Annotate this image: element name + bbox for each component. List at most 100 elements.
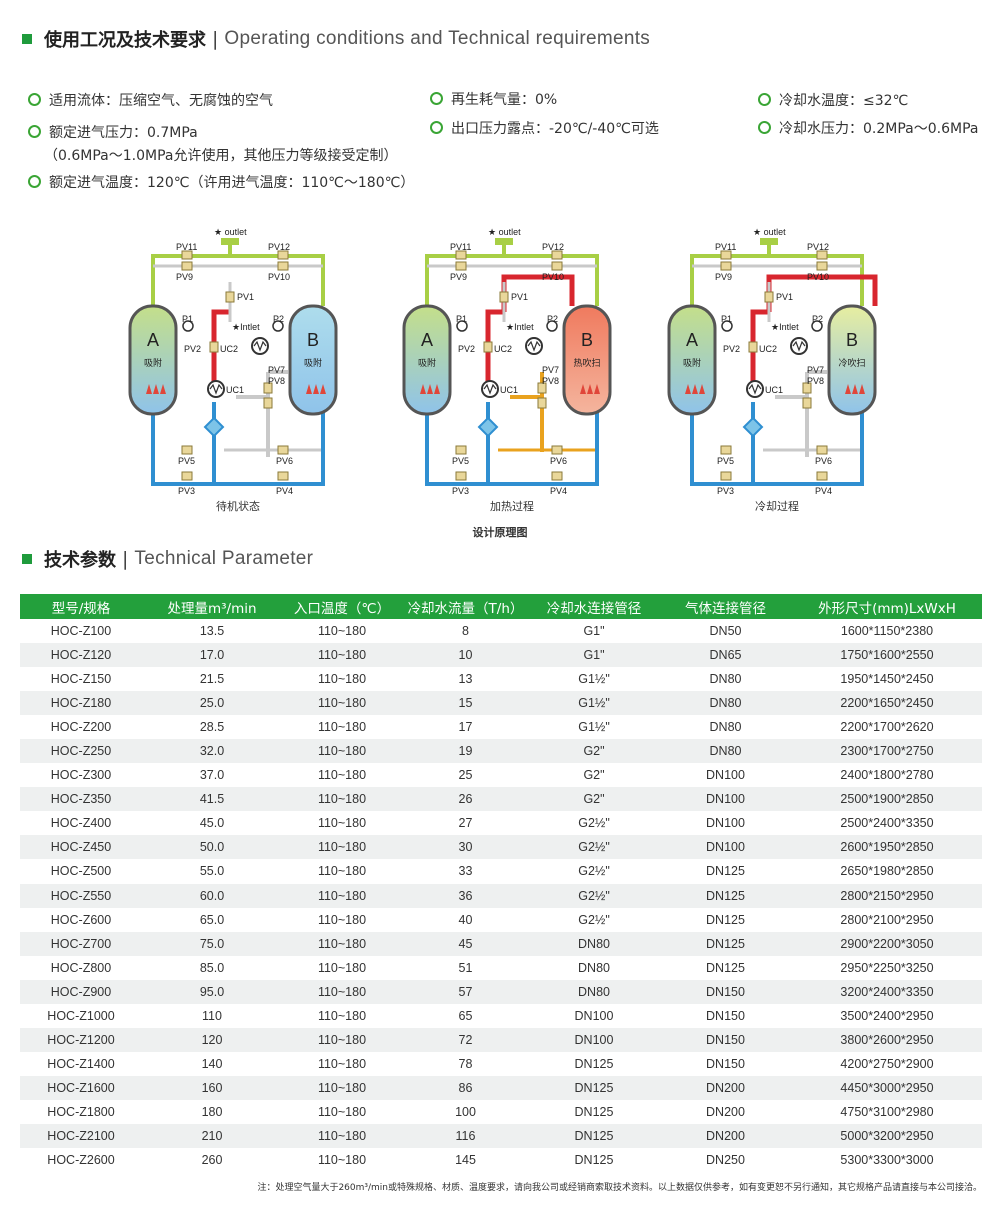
table-cell: G2" — [529, 739, 659, 764]
column-header: 气体连接管径 — [659, 594, 792, 619]
table-cell: 40 — [458, 912, 473, 927]
valve-pv1-icon — [764, 291, 774, 303]
table-cell: 33 — [458, 864, 473, 879]
table-cell: 110~180 — [317, 912, 367, 927]
table-cell: 86 — [402, 1075, 529, 1100]
svg-text:A: A — [686, 330, 698, 350]
valve-pv4-icon — [551, 471, 563, 481]
table-cell: DN80 — [659, 691, 792, 716]
table-cell: 110~180 — [317, 1153, 367, 1168]
table-cell: 110~180 — [317, 816, 367, 831]
table-cell: 2800*2150*2950 — [792, 883, 982, 908]
table-cell: HOC-Z200 — [50, 720, 112, 735]
table-cell: 85.0 — [199, 960, 225, 975]
table-cell: G2½" — [578, 816, 610, 831]
gauge-label: P2 — [812, 314, 823, 324]
valve-pv12-icon — [816, 250, 828, 260]
cooler-label: UC2 — [220, 344, 238, 354]
table-cell: 3200*2400*3350 — [792, 979, 982, 1004]
table-cell: DN125 — [706, 960, 745, 975]
table-cell: HOC-Z450 — [20, 835, 142, 860]
process-diagram-svg: ★ outlet PV11 PV12 PV9 PV10 PV1 ★Intlet … — [128, 227, 338, 496]
table-cell: 110~180 — [317, 960, 367, 975]
table-cell: 110~180 — [317, 864, 367, 879]
table-cell: 110~180 — [282, 787, 402, 812]
table-cell: 2950*2250*3250 — [840, 960, 934, 975]
table-cell: G1½" — [529, 691, 659, 716]
heading-separator: | — [122, 548, 129, 570]
table-cell: 21.5 — [199, 672, 225, 687]
table-cell: 75.0 — [142, 931, 282, 956]
table-cell: HOC-Z700 — [20, 931, 142, 956]
table-cell: 95.0 — [142, 979, 282, 1004]
svg-text:吸附: 吸附 — [418, 357, 436, 369]
valve-label: PV4 — [550, 486, 567, 496]
table-cell: HOC-Z1200 — [20, 1027, 142, 1052]
valve-label: PV9 — [450, 272, 467, 282]
gauge-label: P1 — [182, 314, 193, 324]
table-cell: G1" — [583, 624, 605, 639]
valve-pv11-icon — [181, 250, 193, 260]
cooler-uc2-icon — [790, 337, 808, 355]
table-cell: 30 — [402, 835, 529, 860]
filter-icon — [742, 416, 764, 438]
table-cell: 3500*2400*2950 — [840, 1008, 934, 1023]
heading-square-icon — [22, 34, 32, 44]
valve-pv10-icon — [277, 261, 289, 271]
process-diagram: ★ outlet PV11 PV12 PV9 PV10 PV1 ★Intlet … — [118, 222, 358, 520]
valve-pv5-icon — [720, 445, 732, 455]
valve-pv9-icon — [455, 261, 467, 271]
table-cell: DN80 — [529, 979, 659, 1004]
svg-text:B: B — [581, 330, 593, 350]
table-cell: 51 — [458, 960, 473, 975]
column-header: 冷却水流量（T/h） — [402, 594, 529, 619]
gauge-p2-icon — [272, 320, 284, 332]
table-cell: 8 — [462, 624, 469, 639]
heading-cn: 使用工况及技术要求 — [44, 30, 206, 51]
column-header: 型号/规格 — [20, 594, 142, 619]
valve-pv7-icon — [537, 382, 547, 394]
table-cell: 110~180 — [282, 691, 402, 716]
table-cell: HOC-Z120 — [20, 643, 142, 668]
valve-label: PV2 — [184, 344, 201, 354]
table-cell: HOC-Z900 — [20, 979, 142, 1004]
valve-label: PV2 — [723, 344, 740, 354]
table-cell: 36 — [402, 883, 529, 908]
valve-pv12-icon — [277, 250, 289, 260]
table-cell: HOC-Z600 — [50, 912, 112, 927]
svg-text:B: B — [307, 330, 319, 350]
table-cell: 45.0 — [199, 816, 225, 831]
table-cell: 4200*2750*2900 — [840, 1056, 934, 1071]
table-cell: 110~180 — [317, 1056, 367, 1071]
table-cell: DN125 — [574, 1153, 614, 1168]
heading-en: Operating conditions and Technical requi… — [224, 28, 651, 49]
valve-pv4-icon — [816, 471, 828, 481]
tank-b — [562, 304, 612, 416]
table-cell: 110~180 — [317, 1104, 367, 1119]
table-cell: HOC-Z2600 — [47, 1153, 115, 1168]
table-cell: DN100 — [706, 768, 745, 783]
table-cell: 15 — [402, 691, 529, 716]
valve-pv6-icon — [816, 445, 828, 455]
table-cell: 57 — [402, 979, 529, 1004]
table-cell: 13.5 — [199, 624, 225, 639]
table-cell: HOC-Z2100 — [20, 1123, 142, 1149]
valve-label: PV8 — [268, 376, 285, 386]
table-cell: DN150 — [706, 1056, 745, 1071]
condition-item: 再生耗气量：0% — [430, 89, 557, 109]
table-cell: DN200 — [706, 1104, 745, 1119]
table-cell: 100 — [455, 1104, 476, 1119]
table-cell: 145 — [455, 1153, 476, 1168]
table-cell: DN250 — [706, 1153, 745, 1168]
table-cell: HOC-Z1600 — [20, 1075, 142, 1100]
table-cell: 17.0 — [142, 643, 282, 668]
table-cell: DN100 — [574, 1008, 614, 1023]
